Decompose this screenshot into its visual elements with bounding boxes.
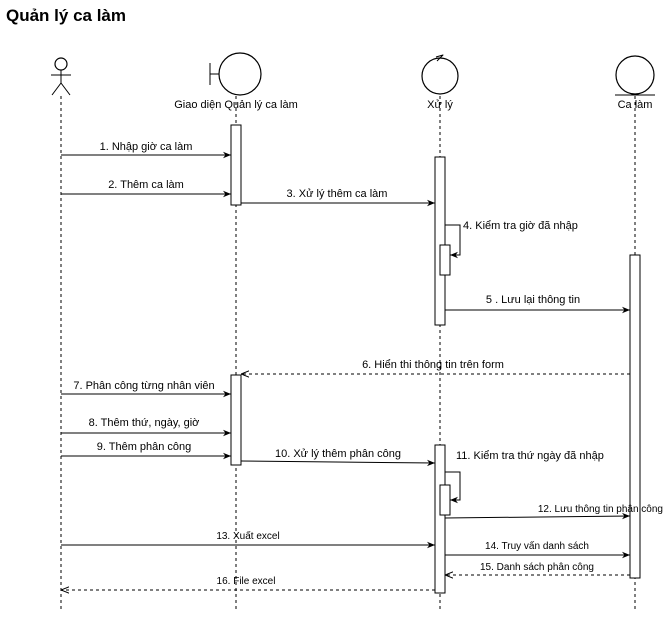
participant-control-label: Xử lý	[427, 99, 453, 111]
activation-control-1	[434, 156, 446, 326]
message-label: 6. Hiển thi thông tin trên form	[362, 359, 504, 371]
message-label: 13. Xuất excel	[216, 530, 279, 542]
message-label: 5 . Lưu lại thông tin	[486, 294, 580, 306]
activation-boundary-1	[230, 124, 242, 206]
activation-control-self-2	[439, 484, 451, 516]
message-label: 12. Lưu thông tin phân công	[538, 504, 663, 515]
activation-boundary-2	[230, 374, 242, 466]
activation-entity	[629, 254, 641, 579]
message-label: 1. Nhập giờ ca làm	[100, 141, 193, 153]
message-label: 9. Thêm phân công	[97, 441, 192, 453]
message-arrow	[445, 224, 461, 259]
message-label: 7. Phân công từng nhân viên	[73, 380, 214, 392]
control-icon	[421, 54, 459, 95]
actor-icon	[51, 57, 71, 96]
message-label: 4. Kiểm tra giờ đã nhập	[463, 220, 578, 232]
message-arrow	[240, 459, 436, 467]
message-label: 14. Truy vấn danh sách	[485, 540, 589, 552]
activation-control-self-1	[439, 244, 451, 276]
message-arrow	[444, 512, 631, 520]
message-label: 8. Thêm thứ, ngày, giờ	[89, 417, 200, 429]
diagram-title: Quản lý ca làm	[6, 6, 126, 25]
entity-icon	[615, 55, 655, 96]
boundary-icon	[209, 52, 262, 96]
message-label: 16. File excel	[217, 576, 276, 587]
message-arrow	[445, 471, 461, 504]
message-label: 10. Xử lý thêm phân công	[275, 448, 401, 460]
message-label: 11. Kiểm tra thứ ngày đã nhập	[456, 450, 604, 462]
participant-boundary-label: Giao diện Quản lý ca làm	[174, 99, 298, 111]
activation-control-2	[434, 444, 446, 594]
participant-entity-label: Ca làm	[618, 99, 653, 111]
message-label: 2. Thêm ca làm	[108, 179, 184, 191]
message-label: 15. Danh sách phân công	[480, 562, 594, 573]
message-label: 3. Xử lý thêm ca làm	[287, 188, 388, 200]
